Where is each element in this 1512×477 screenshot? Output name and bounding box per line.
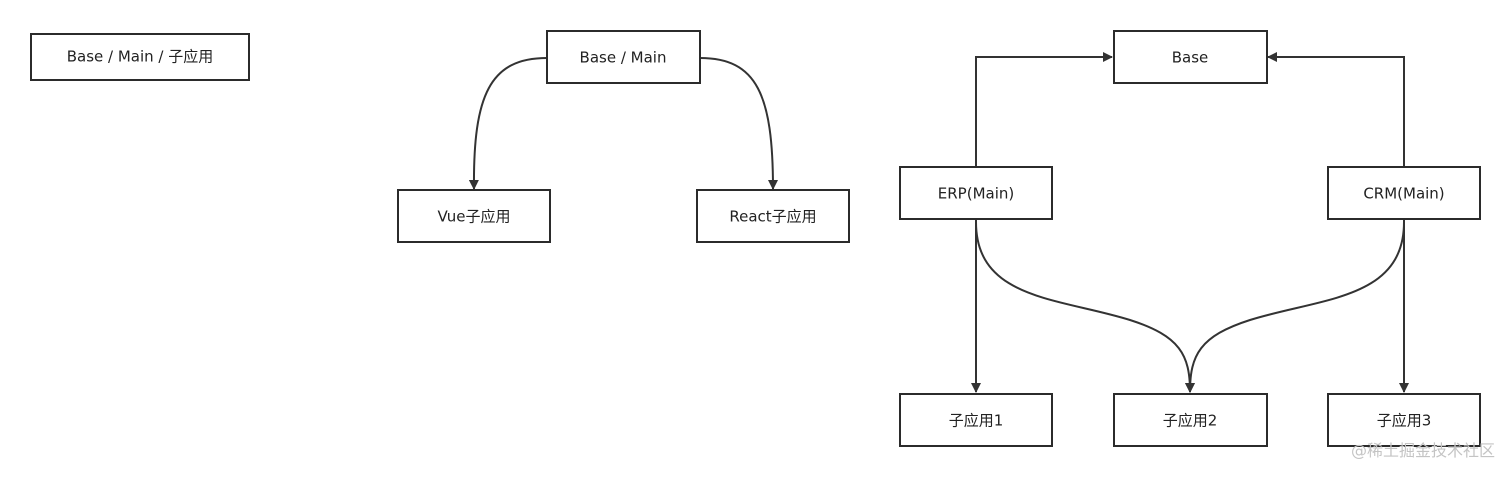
edge-erp-to-base [975,52,1113,166]
watermark-text: @稀土掘金技术社区 [1351,441,1495,460]
node-base-main: Base / Main [546,30,701,84]
node-erp-main: ERP(Main) [899,166,1053,220]
node-subapp-2: 子应用2 [1113,393,1268,447]
node-erp-main-label: ERP(Main) [938,185,1014,203]
node-subapp-2-label: 子应用2 [1163,412,1218,430]
edge-crm-to-base [1267,52,1405,166]
edge-erp-to-subapp2 [975,221,1195,393]
node-vue-subapp-label: Vue子应用 [438,208,511,226]
node-subapp-3: 子应用3 [1327,393,1481,447]
node-react-subapp-label: React子应用 [729,208,816,226]
node-crm-main: CRM(Main) [1327,166,1481,220]
edge-main-to-react [699,57,778,190]
edge-main-to-vue [468,57,548,190]
node-react-subapp: React子应用 [696,189,850,243]
node-vue-subapp: Vue子应用 [397,189,551,243]
node-subapp-3-label: 子应用3 [1377,412,1432,430]
node-base-main-subapp: Base / Main / 子应用 [30,33,250,81]
node-subapp-1: 子应用1 [899,393,1053,447]
node-base-main-label: Base / Main [580,49,667,67]
node-subapp-1-label: 子应用1 [949,412,1004,430]
node-base-main-subapp-label: Base / Main / 子应用 [67,48,214,66]
diagram-single-app: Base / Main / 子应用 [30,33,250,81]
node-base: Base [1113,30,1268,84]
diagram-multi-main: Base ERP(Main) CRM(Main) 子应用1 子应用2 子应用3 [899,30,1481,447]
diagram-main-with-children: Base / Main Vue子应用 React子应用 [397,30,850,243]
node-base-label: Base [1172,49,1209,67]
node-crm-main-label: CRM(Main) [1363,185,1444,203]
edge-crm-to-subapp2 [1185,221,1405,393]
